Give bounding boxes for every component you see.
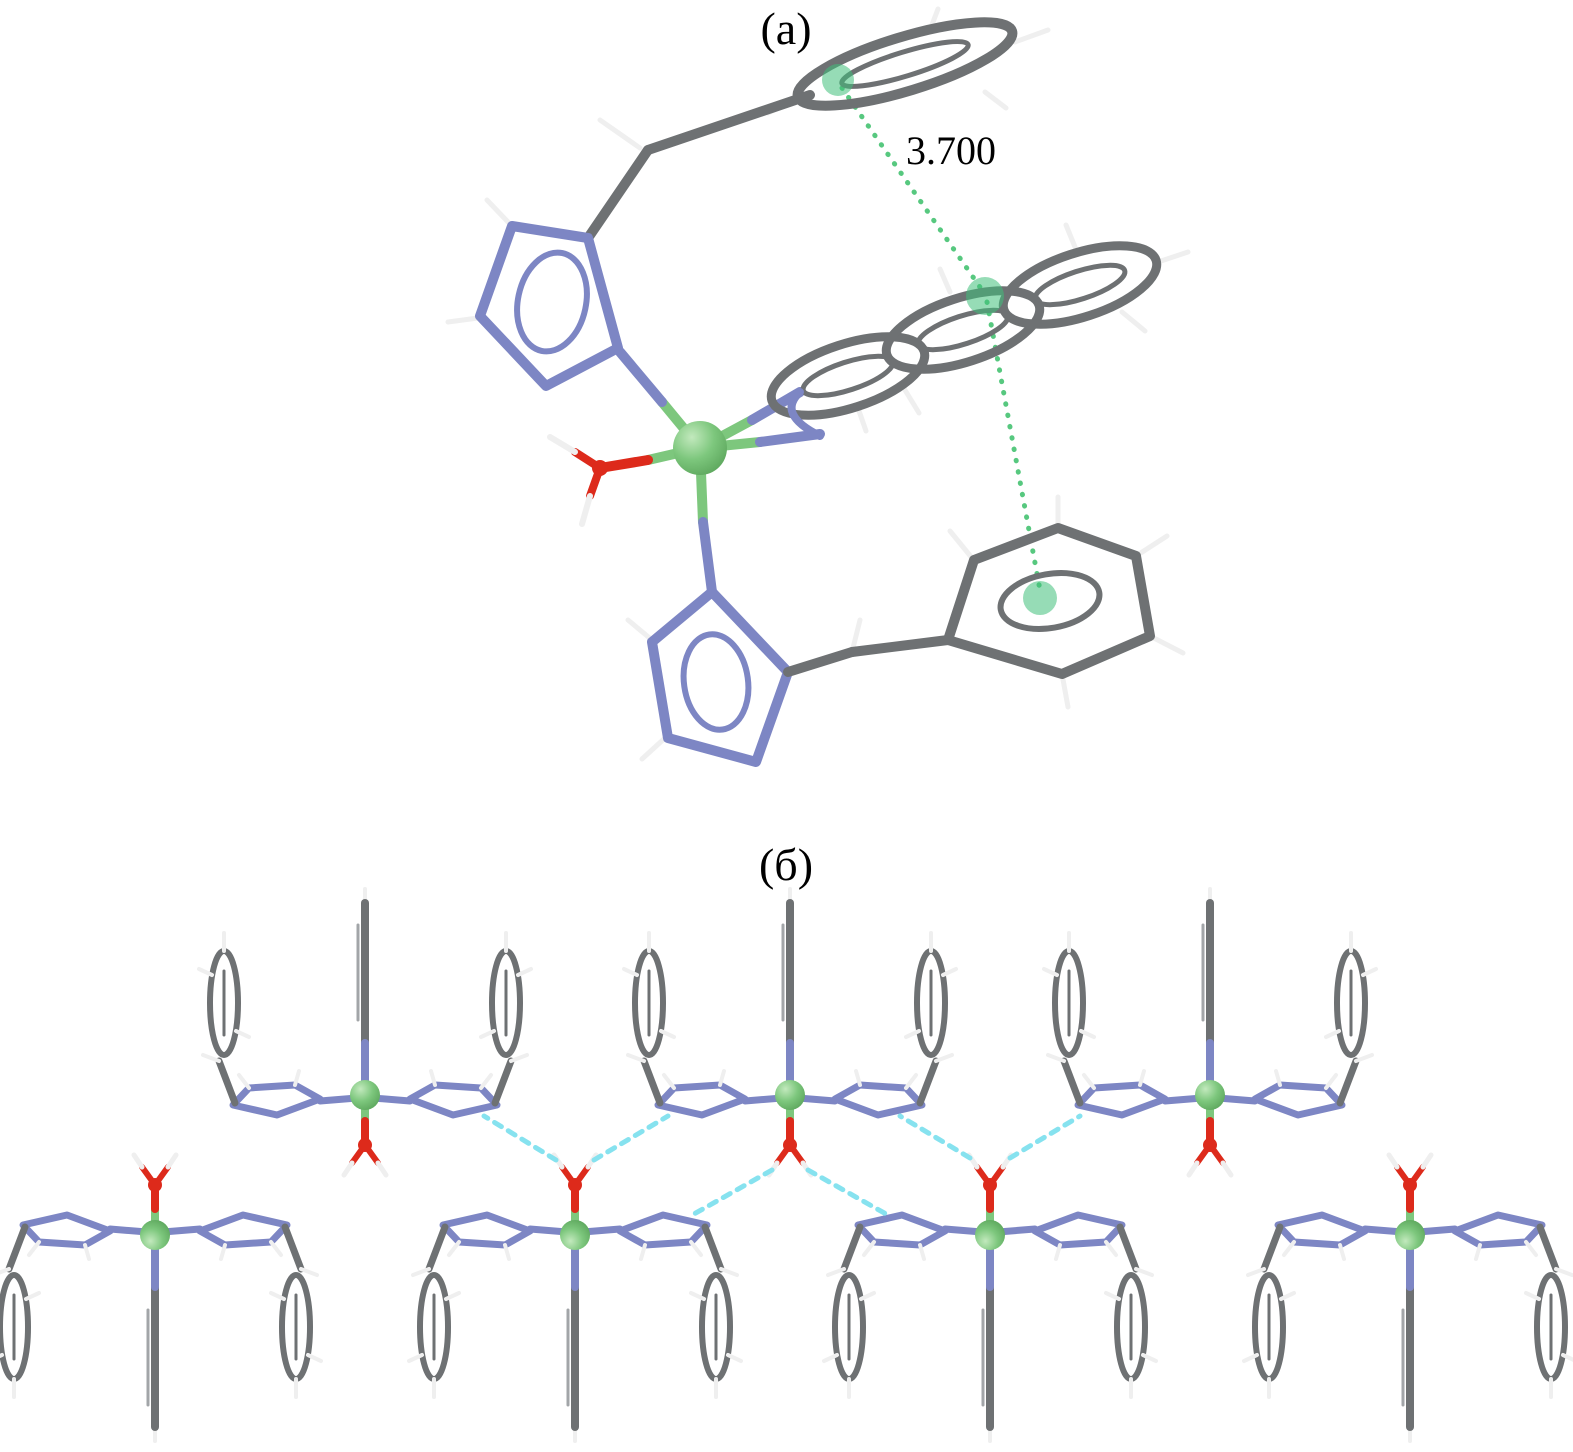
panel-a-structure: 3.700 xyxy=(445,6,1191,767)
hydrogen-bond xyxy=(691,1167,775,1217)
complex-unit xyxy=(1044,889,1376,1175)
imidazole-ring-upper xyxy=(445,197,623,391)
complex-unit xyxy=(1244,1155,1573,1441)
panel-b-label: (б) xyxy=(759,839,813,890)
hydrogen-bond xyxy=(805,1167,889,1217)
benzyl-linker-bottom xyxy=(783,617,953,677)
aqua-ligand xyxy=(547,434,653,527)
complex-unit xyxy=(199,889,531,1175)
centroid-marker-middle xyxy=(966,277,1004,315)
distance-label: 3.700 xyxy=(906,128,996,173)
complex-unit xyxy=(0,1155,321,1441)
imidazole-ring-lower xyxy=(625,587,793,767)
complex-unit xyxy=(824,1155,1156,1441)
hydrogen-bond xyxy=(1007,1113,1083,1161)
centroid-marker-bottom xyxy=(1023,581,1057,615)
phenanthroline-ligand xyxy=(766,222,1191,440)
phenyl-ring-bottom xyxy=(943,494,1186,710)
phen-nitrogen-edge xyxy=(787,388,824,440)
hydrogen-bond xyxy=(481,1113,559,1163)
centroid-marker-top xyxy=(822,64,854,96)
metal-atom xyxy=(673,421,727,475)
panel-a-label: (а) xyxy=(760,3,811,54)
coordination-bonds xyxy=(615,347,825,597)
complex-unit xyxy=(409,1155,741,1441)
hydrogen-bond xyxy=(591,1113,671,1163)
hydrogen-bond-network xyxy=(481,1113,1083,1217)
pi-stacking-line-upper xyxy=(839,85,985,293)
panel-b-structure xyxy=(0,889,1573,1441)
hydrogen-bond xyxy=(897,1113,973,1161)
complex-unit xyxy=(624,889,956,1175)
benzyl-linker-top xyxy=(583,90,815,243)
